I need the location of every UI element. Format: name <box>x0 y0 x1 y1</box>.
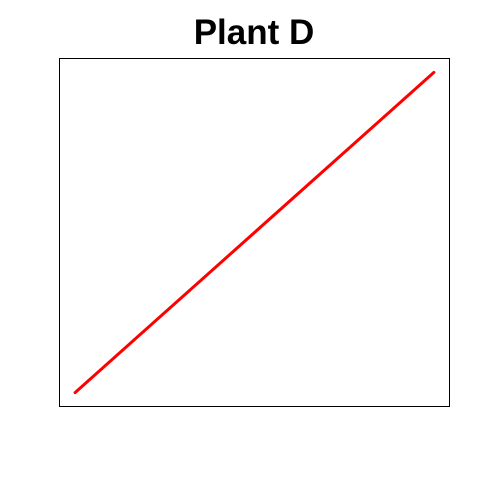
chart-title: Plant D <box>194 13 315 52</box>
series-line-1 <box>73 70 436 395</box>
plot-area-frame <box>59 58 450 407</box>
series-layer <box>73 70 436 395</box>
